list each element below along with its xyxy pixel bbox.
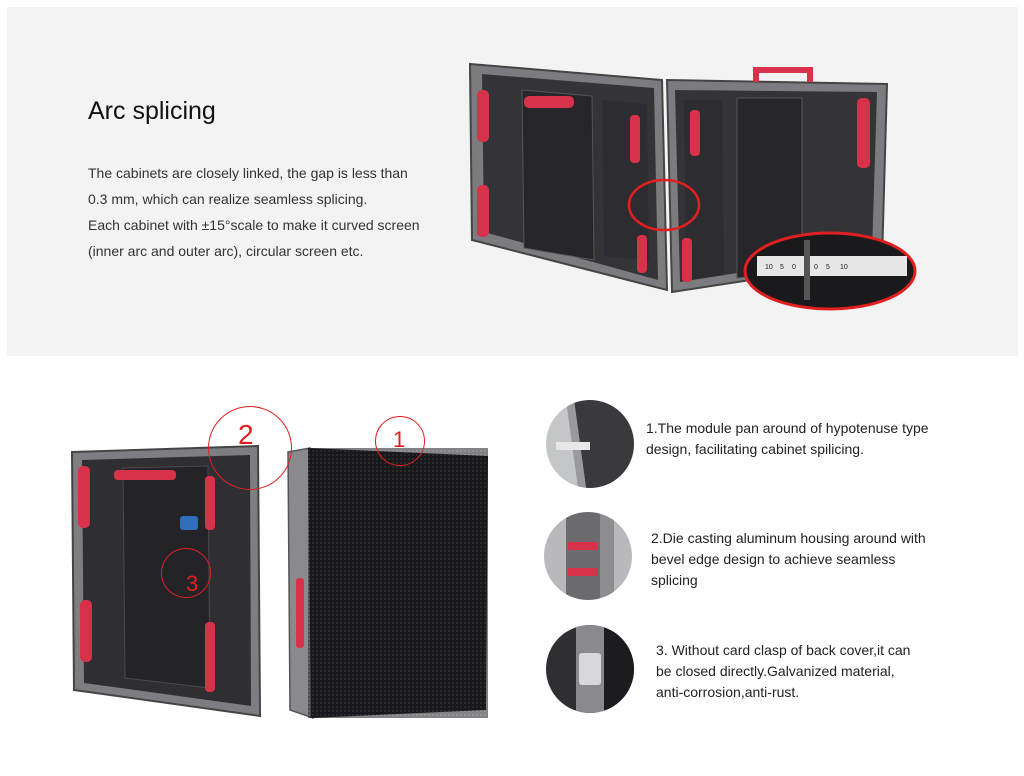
arc-description-line: (inner arc and outer arc), circular scre…: [88, 243, 364, 259]
arc-description-line: The cabinets are closely linked, the gap…: [88, 165, 408, 181]
feature-detail-image-3: [546, 625, 634, 713]
feature-detail-image-1: [546, 400, 634, 488]
feature-line: design, facilitating cabinet spilicing.: [646, 441, 864, 457]
callout-circle-1: [375, 416, 425, 466]
feature-detail-image-2: [544, 512, 632, 600]
arc-description: The cabinets are closely linked, the gap…: [88, 160, 448, 264]
svg-text:0: 0: [792, 264, 796, 271]
section-title: Arc splicing: [88, 97, 216, 125]
feature-text-1: 1.The module pan around of hypotenuse ty…: [646, 418, 929, 460]
arc-description-line: 0.3 mm, which can realize seamless splic…: [88, 191, 368, 207]
feature-line: bevel edge design to achieve seamless: [651, 551, 896, 567]
arc-description-line: Each cabinet with ±15°scale to make it c…: [88, 217, 420, 233]
cabinet-front-back-image: [70, 444, 488, 720]
callout-number-3: 3: [186, 571, 199, 596]
callout-circle-2: [208, 406, 292, 490]
svg-text:5: 5: [826, 264, 830, 271]
svg-text:10: 10: [765, 264, 773, 271]
feature-line: 2.Die casting aluminum housing around wi…: [651, 530, 926, 546]
feature-text-2: 2.Die casting aluminum housing around wi…: [651, 528, 926, 591]
feature-line: be closed directly.Galvanized material,: [656, 663, 895, 679]
feature-line: 1.The module pan around of hypotenuse ty…: [646, 420, 929, 436]
callout-number-1: 1: [393, 427, 406, 452]
callout-circle-3: [161, 548, 211, 598]
feature-line: anti-corrosion,anti-rust.: [656, 684, 800, 700]
callout-number-2: 2: [238, 419, 254, 450]
feature-text-3: 3. Without card clasp of back cover,it c…: [656, 640, 910, 703]
svg-text:0: 0: [814, 264, 818, 271]
feature-line: 3. Without card clasp of back cover,it c…: [656, 642, 911, 658]
feature-line: splicing: [651, 572, 698, 588]
svg-text:10: 10: [840, 264, 848, 271]
svg-text:5: 5: [780, 264, 784, 271]
arc-splicing-cabinets-image: 10 5 0 0 5 10: [468, 62, 917, 311]
